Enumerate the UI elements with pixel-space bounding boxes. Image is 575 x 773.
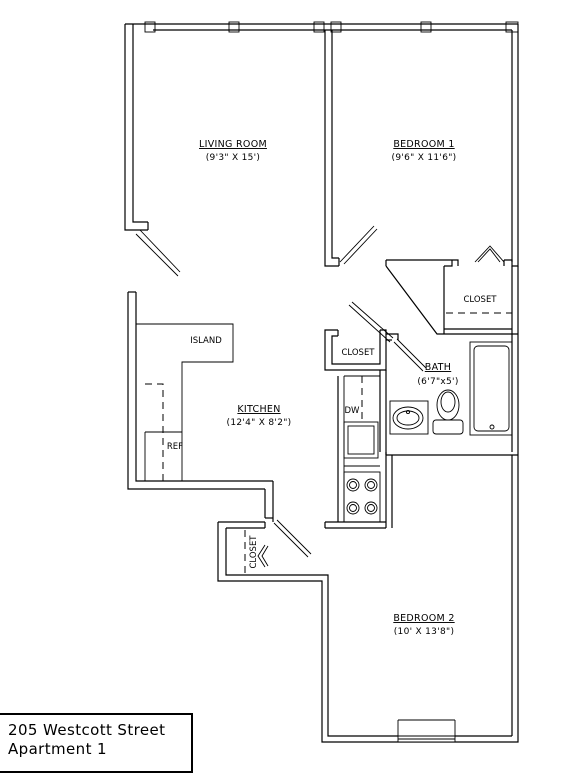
bedroom1-dims: (9'6" X 11'6") [392,153,457,163]
island-label: ISLAND [190,336,222,346]
bedroom2-name: BEDROOM 2 [393,613,454,624]
room-labels: LIVING ROOM (9'3" X 15') BEDROOM 1 (9'6"… [199,139,458,637]
kitchen-name: KITCHEN [237,404,280,415]
exterior-walls [124,23,519,262]
entry-closet-label: CLOSET [249,535,259,569]
bedroom2-dims: (10' X 13'8") [394,627,455,637]
living-room-door [135,229,181,277]
kitchen-appliances [324,375,393,529]
bedroom1-name: BEDROOM 1 [393,139,454,150]
hall-closet [324,301,427,372]
bedroom1-closet [385,245,519,335]
hall-closet-label: CLOSET [341,348,375,358]
address-street: 205 Westcott Street [8,721,166,739]
dishwasher-label: DW [345,406,361,416]
kitchen-walls [127,291,274,519]
address-unit: Apartment 1 [8,740,107,758]
bath-dims: (6'7"x5') [417,377,458,387]
living-room-name: LIVING ROOM [199,139,267,150]
entry-closet [217,455,519,743]
top-windows [144,21,519,33]
address-box: 205 Westcott Street Apartment 1 [0,713,193,773]
bath-name: BATH [425,362,451,373]
bedroom1-closet-label: CLOSET [463,295,497,305]
living-room-dims: (9'3" X 15') [206,153,261,163]
bottom-window [397,719,456,743]
bath-walls [379,333,519,456]
kitchen-dims: (12'4" X 8'2") [227,418,292,428]
fixture-labels: CLOSET CLOSET ISLAND REF DW CLOSET [167,295,497,569]
refrigerator-label: REF [167,442,183,452]
living-bedroom-wall [324,30,378,267]
